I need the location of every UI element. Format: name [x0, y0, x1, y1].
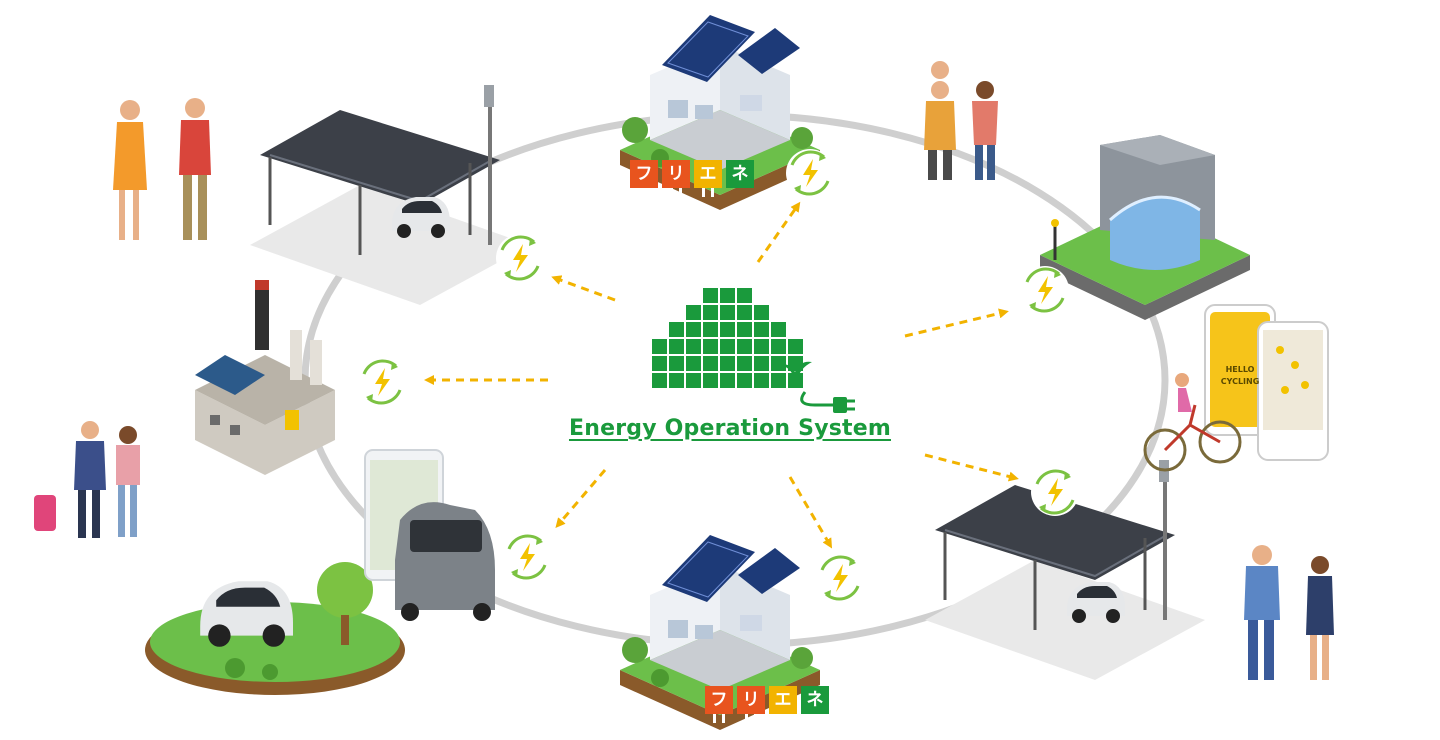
factory: [195, 280, 335, 475]
energy-flow-arrow: [551, 275, 616, 302]
grid-cell: [703, 288, 718, 303]
plug: [833, 397, 847, 413]
energy-flow-arrow: [756, 201, 801, 263]
brand-logo-bottom: フ リ エ ネ: [705, 686, 829, 723]
brand-char-3: エ: [769, 686, 797, 723]
office-building: [1040, 135, 1250, 320]
app-name-line2: CYCLING: [1220, 377, 1260, 386]
grid-cell: [686, 356, 701, 371]
solar-carport-top-left: [248, 83, 532, 307]
travelers-with-luggage: [34, 421, 140, 538]
tourists-couple: [113, 98, 211, 240]
energy-flow-arrow: [555, 469, 607, 529]
grid-cell: [669, 356, 684, 371]
grid-cell: [703, 305, 718, 320]
grid-cell: [720, 356, 735, 371]
energy-flow-arrow: [904, 308, 1009, 338]
sprout: [778, 361, 812, 380]
brand-logo-top: フ リ エ ネ: [630, 160, 754, 197]
bike-share-app: [1204, 304, 1329, 461]
business-people: [1244, 545, 1334, 680]
dashed-arrows: [424, 201, 1019, 549]
grid-cell: [703, 356, 718, 371]
grid-cell: [737, 373, 752, 388]
minivan-with-map-app: [364, 449, 495, 621]
house-grid-plug-icon: [652, 288, 855, 413]
cyclist: [1143, 373, 1242, 472]
grid-cell: [686, 373, 701, 388]
family: [924, 61, 998, 180]
grid-cell: [669, 322, 684, 337]
brand-char-2: リ: [662, 160, 690, 197]
brand-char-2: リ: [737, 686, 765, 723]
grid-cell: [737, 305, 752, 320]
grid-cell: [686, 322, 701, 337]
grid-cell: [737, 288, 752, 303]
grid-cell: [754, 339, 769, 354]
energy-flow-arrow: [788, 476, 833, 549]
app-name-line1: HELLO: [1225, 365, 1255, 374]
grid-cell: [737, 339, 752, 354]
brand-char-4: ネ: [801, 686, 829, 714]
grid-cell: [754, 322, 769, 337]
system-title: Energy Operation System: [568, 416, 891, 441]
grid-cell: [720, 373, 735, 388]
energy-flow-arrow: [924, 453, 1019, 482]
brand-char-1: フ: [705, 686, 733, 723]
grid-cell: [771, 339, 786, 354]
grid-cell: [771, 373, 786, 388]
grid-cell: [771, 322, 786, 337]
grid-cell: [669, 339, 684, 354]
grid-cell: [720, 322, 735, 337]
grid-cell: [788, 373, 803, 388]
grid-cell: [652, 356, 667, 371]
grid-cell: [720, 305, 735, 320]
ev-charging-lot: [145, 562, 405, 695]
grid-cell: [652, 339, 667, 354]
grid-cell: [669, 373, 684, 388]
grid-cell: [771, 356, 786, 371]
lightning-nodes: [358, 149, 1079, 602]
cable: [800, 391, 835, 407]
grid-cell: [788, 339, 803, 354]
grid-cell: [686, 305, 701, 320]
grid-cell: [703, 322, 718, 337]
grid-cell: [737, 356, 752, 371]
grid-cell: [720, 288, 735, 303]
brand-char-1: フ: [630, 160, 658, 197]
grid-cell: [703, 373, 718, 388]
grid-cell: [754, 373, 769, 388]
grid-cell: [720, 339, 735, 354]
grid-cell: [754, 305, 769, 320]
grid-cell: [703, 339, 718, 354]
grid-cell: [652, 373, 667, 388]
brand-char-3: エ: [694, 160, 722, 197]
grid-cell: [686, 339, 701, 354]
grid-cell: [754, 356, 769, 371]
brand-char-4: ネ: [726, 160, 754, 188]
grid-cell: [737, 322, 752, 337]
